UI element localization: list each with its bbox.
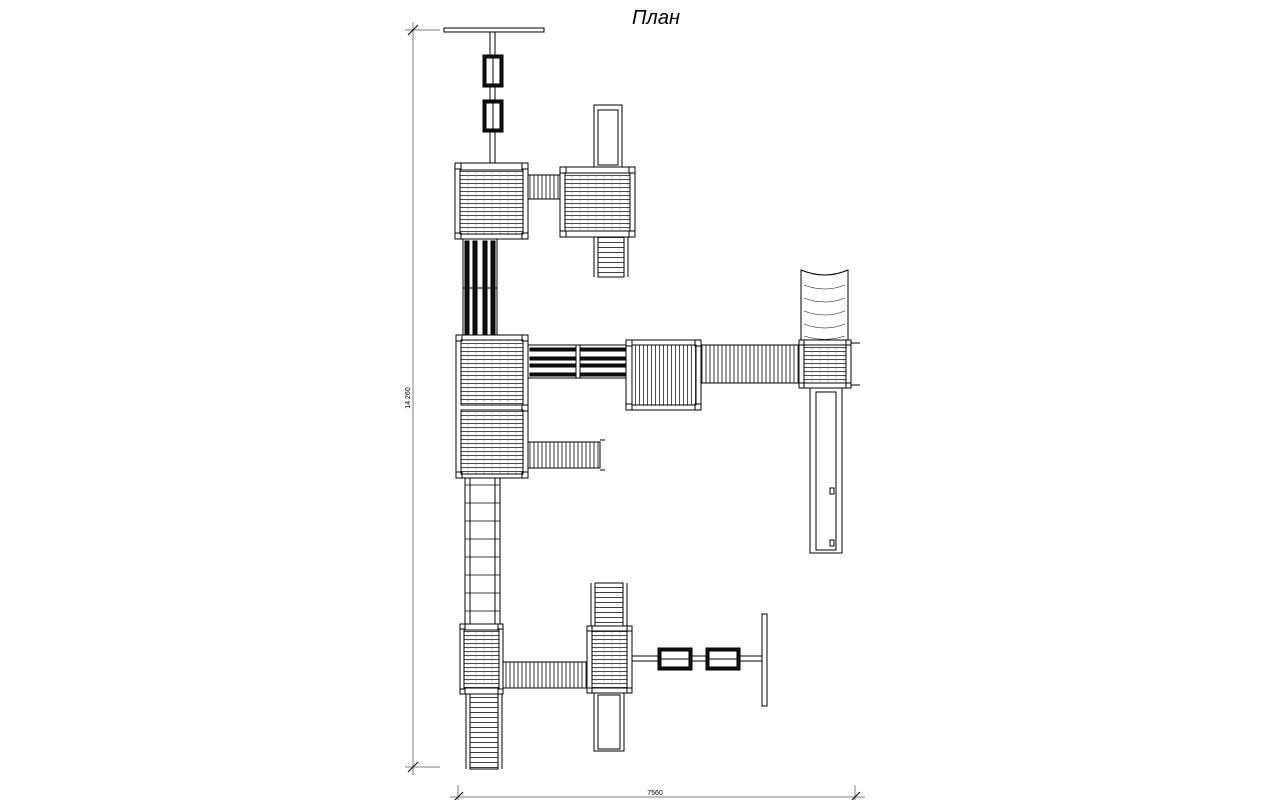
tower-right: [798, 269, 860, 389]
tower-middle-left: [455, 334, 529, 479]
tower-bottom-left: [459, 623, 504, 770]
bridge-top: [527, 174, 563, 200]
bridge-right: [700, 344, 802, 384]
ramp-middle-lower: [527, 439, 605, 471]
tower-bottom-right: [586, 582, 633, 752]
tower-top-right: [559, 104, 636, 278]
ladder-vertical-long: [464, 477, 501, 627]
top-swing-beam: [443, 27, 545, 168]
tower-top-left: [454, 162, 529, 240]
tower-middle-center: [625, 339, 702, 411]
dimension-vertical-label: 14 260: [405, 387, 412, 409]
drawing-title: План: [632, 7, 680, 29]
bottom-swing-beam: [631, 613, 768, 707]
dimension-horizontal: 7560: [450, 785, 865, 800]
dimension-horizontal-label: 7560: [647, 790, 663, 797]
slide-right-long: [809, 387, 843, 554]
bridge-bottom: [502, 661, 589, 689]
dimension-vertical: 14 260: [405, 22, 440, 775]
connector-vertical-upper: [462, 238, 498, 338]
bridge-middle: [527, 344, 629, 379]
